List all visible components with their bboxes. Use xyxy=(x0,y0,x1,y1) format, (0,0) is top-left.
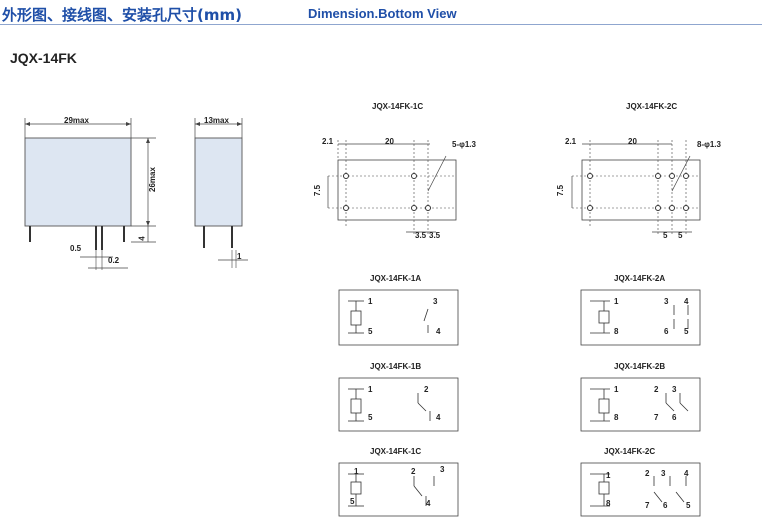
schematic-1c xyxy=(338,462,459,517)
schematic-1b-pin: 4 xyxy=(436,413,441,422)
dim-height-label: 26max xyxy=(147,167,157,192)
schematic-2a-title: JQX-14FK-2A xyxy=(614,274,666,283)
schematic-2a-pin: 6 xyxy=(664,327,669,336)
schematic-2c-pin: 8 xyxy=(606,499,611,508)
schematic-2c-pin: 4 xyxy=(684,469,689,478)
pcb-1c-dim-left: 2.1 xyxy=(322,137,334,146)
schematic-2a-pin: 8 xyxy=(614,327,619,336)
model-title: JQX-14FK xyxy=(10,50,77,66)
schematic-1c-pin: 1 xyxy=(354,467,359,476)
pcb-2c-dim-bottom: 5 xyxy=(663,231,668,240)
header-divider xyxy=(0,24,762,25)
pcb-2c-title: JQX-14FK-2C xyxy=(626,102,678,111)
outline-side-view xyxy=(194,118,248,268)
schematic-2b-title: JQX-14FK-2B xyxy=(614,362,666,371)
schematic-2c-pin: 3 xyxy=(661,469,666,478)
pcb-1c-dim-bottom-2: 3.5 xyxy=(429,231,441,240)
outline-front-view xyxy=(24,118,156,270)
schematic-1c-pin: 3 xyxy=(440,465,445,474)
pcb-2c-dim-span: 20 xyxy=(628,137,637,146)
schematic-2b-pin: 1 xyxy=(614,385,619,394)
pcb-2c-holes: 8-φ1.3 xyxy=(697,140,721,149)
schematic-1a-pin: 5 xyxy=(368,327,373,336)
schematic-2a-pin: 5 xyxy=(684,327,689,336)
schematic-1a-title: JQX-14FK-1A xyxy=(370,274,422,283)
schematic-1a-pin: 4 xyxy=(436,327,441,336)
schematic-2c-title: JQX-14FK-2C xyxy=(604,447,656,456)
header-title-chinese: 外形图、接线图、安装孔尺寸(mm) xyxy=(2,6,242,24)
pcb-1c-dim-span: 20 xyxy=(385,137,394,146)
schematic-1b-title: JQX-14FK-1B xyxy=(370,362,422,371)
schematic-2c-pin: 1 xyxy=(606,471,611,480)
pcb-1c-dim-bottom: 3.5 xyxy=(415,231,427,240)
page-header: 外形图、接线图、安装孔尺寸(mm) Dimension.Bottom View xyxy=(0,0,762,26)
schematic-1b-pin: 2 xyxy=(424,385,429,394)
dim-width-label: 29max xyxy=(64,116,89,125)
schematic-1b-pin: 1 xyxy=(368,385,373,394)
dim-depth-label: 13max xyxy=(204,116,229,125)
schematic-1a-pin: 3 xyxy=(433,297,438,306)
schematic-2a-pin: 3 xyxy=(664,297,669,306)
schematic-1b-pin: 5 xyxy=(368,413,373,422)
pcb-2c-dim-bottom-2: 5 xyxy=(678,231,683,240)
schematic-2b xyxy=(580,377,701,432)
schematic-2b-pin: 3 xyxy=(672,385,677,394)
pcb-1c-title: JQX-14FK-1C xyxy=(372,102,424,111)
schematic-2b-pin: 7 xyxy=(654,413,659,422)
pcb-2c-dim-vertical: 7.5 xyxy=(556,184,566,197)
schematic-2c-pin: 7 xyxy=(645,501,650,510)
schematic-1c-pin: 2 xyxy=(411,467,416,476)
schematic-2a-pin: 1 xyxy=(614,297,619,306)
pcb-2c-dim-left: 2.1 xyxy=(565,137,577,146)
schematic-2c-pin: 5 xyxy=(686,501,691,510)
schematic-1b xyxy=(338,377,459,432)
schematic-1c-pin: 4 xyxy=(426,499,431,508)
schematic-2b-pin: 2 xyxy=(654,385,659,394)
dim-pin-thickness-label: 1 xyxy=(237,252,242,261)
schematic-2b-pin: 8 xyxy=(614,413,619,422)
header-title-english: Dimension.Bottom View xyxy=(308,6,457,21)
dim-pin-length-label: 4 xyxy=(137,236,147,241)
dim-pin-width-label: 0.5 xyxy=(70,244,82,253)
pcb-1c-holes: 5-φ1.3 xyxy=(452,140,476,149)
schematic-1a xyxy=(338,289,459,346)
schematic-2a xyxy=(580,289,701,346)
schematic-2c-pin: 2 xyxy=(645,469,650,478)
schematic-1c-title: JQX-14FK-1C xyxy=(370,447,422,456)
schematic-1c-pin: 5 xyxy=(350,497,355,506)
schematic-2c-pin: 6 xyxy=(663,501,668,510)
pcb-1c-layout xyxy=(327,140,457,236)
dim-pin-gap-label: 0.2 xyxy=(108,256,120,265)
schematic-2a-pin: 4 xyxy=(684,297,689,306)
pcb-1c-dim-vertical: 7.5 xyxy=(313,184,323,197)
schematic-1a-pin: 1 xyxy=(368,297,373,306)
pcb-2c-layout xyxy=(571,140,701,236)
schematic-2b-pin: 6 xyxy=(672,413,677,422)
schematic-2c xyxy=(580,462,701,517)
